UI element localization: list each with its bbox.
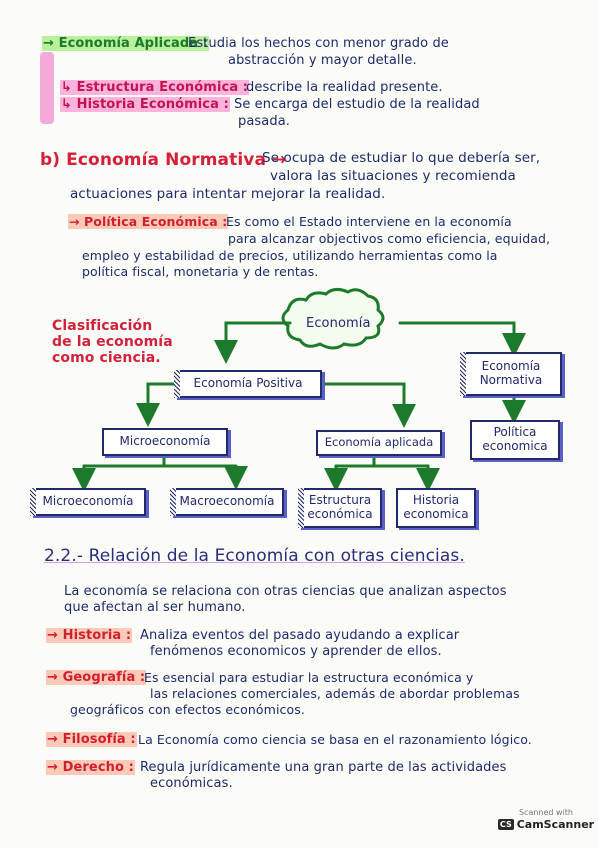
pink-margin-highlight [40,52,54,124]
positiva-left-line [136,382,176,427]
politica-line1: Es como el Estado interviene en la econo… [226,214,512,229]
item-geografia-line1: Es esencial para estudiar la estructura … [144,670,474,685]
root-to-positiva-line [214,321,292,364]
item-geografia-term: → Geografía : [46,670,147,685]
normativa-label-2: Normativa [479,373,543,387]
item-geografia-line2: las relaciones comerciales, además de ab… [150,686,520,701]
historia-label-1: Historia [412,493,460,508]
item-derecho-term: → Derecho : [46,760,135,775]
root-to-normativa-line [398,321,526,357]
item-filosofia-term: → Filosofía : [46,732,137,747]
root-label: Economía [306,316,371,331]
normativa-line1: Se ocupa de estudiar lo que debería ser, [262,150,541,166]
politica-box: Política economica [470,420,560,460]
camscanner-watermark: Scanned with CS CamScanner [497,808,595,831]
aplicada-split-line [334,452,430,482]
item-filosofia-line1: La Economía como ciencia se basa en el r… [138,732,532,747]
historia-term: ↳ Historia Económica : [60,97,230,112]
historia-label-2: economica [403,507,469,521]
micro-parent-box: Microeconomía [102,428,228,456]
item-derecho-line1: Regula jurídicamente una gran parte de l… [140,760,507,775]
positiva-label: Economía Positiva [193,376,303,391]
positiva-box: Economía Positiva [174,370,322,398]
normativa-box: Economía Normativa [460,352,562,396]
macro-child-label: Macroeconomía [179,494,275,509]
scanned-with-text: Scanned with [518,808,574,817]
camscanner-brand: CamScanner [516,818,595,831]
politica-label-2: economica [482,439,548,453]
micro-parent-label: Microeconomía [119,434,211,449]
macro-child-box: Macroeconomía [170,488,284,516]
historia-line1: Se encarga del estudio de la realidad [234,97,480,112]
normativa-title: b) Economía Normativa → [40,150,287,170]
estructura-box: Estructura económica [298,488,382,528]
classification-label-line1: Clasificación [52,318,153,334]
estructura-desc: describe la realidad presente. [246,80,443,95]
politica-label-1: Política [493,425,537,440]
estructura-label-1: Estructura [308,493,372,508]
item-derecho-line2: económicas. [150,776,233,791]
micro-split-line [82,450,236,478]
politica-line3: empleo y estabilidad de precios, utiliza… [82,248,498,263]
intro-line1: La economía se relaciona con otras cienc… [64,584,507,599]
estructura-term: ↳ Estructura Económica : [60,80,250,95]
estructura-label-2: económica [307,507,373,521]
positiva-right-line [316,382,416,428]
historia-line2: pasada. [238,114,291,129]
camscanner-logo-icon: CS [497,819,514,830]
aplicada-box: Economía aplicada [316,430,442,456]
normativa-line3: actuaciones para intentar mejorar la rea… [70,186,386,202]
section-heading: 2.2.- Relación de la Economía con otras … [44,546,465,566]
item-historia-line2: fenómenos economicos y aprender de ellos… [150,644,442,659]
normativa-label-1: Economía [481,359,541,374]
classification-label-line3: como ciencia. [52,350,161,366]
micro-child-label: Microeconomía [42,494,134,509]
item-historia-line1: Analiza eventos del pasado ayudando a ex… [140,628,460,643]
intro-line2: que afectan al ser humano. [64,600,246,615]
item-geografia-line3: geográficos con efectos económicos. [70,702,305,717]
aplicada-line2: abstracción y mayor detalle. [228,53,417,68]
aplicada-term: → Economía Aplicada : [42,36,210,51]
politica-term: → Política Económica : [68,214,229,229]
politica-line4: política fiscal, monetaria y de rentas. [82,264,319,279]
politica-line2: para alcanzar objectivos como eficiencia… [228,231,551,246]
historia-box: Historia economica [396,488,476,528]
aplicada-line1: Estudia los hechos con menor grado de [188,36,449,51]
classification-label-line2: de la economía [52,334,173,350]
item-historia-term: → Historia : [46,628,133,643]
normativa-line2: valora las situaciones y recomienda [270,168,516,184]
micro-child-box: Microeconomía [30,488,146,516]
root-cloud [281,287,385,350]
aplicada-label: Economía aplicada [324,435,434,450]
